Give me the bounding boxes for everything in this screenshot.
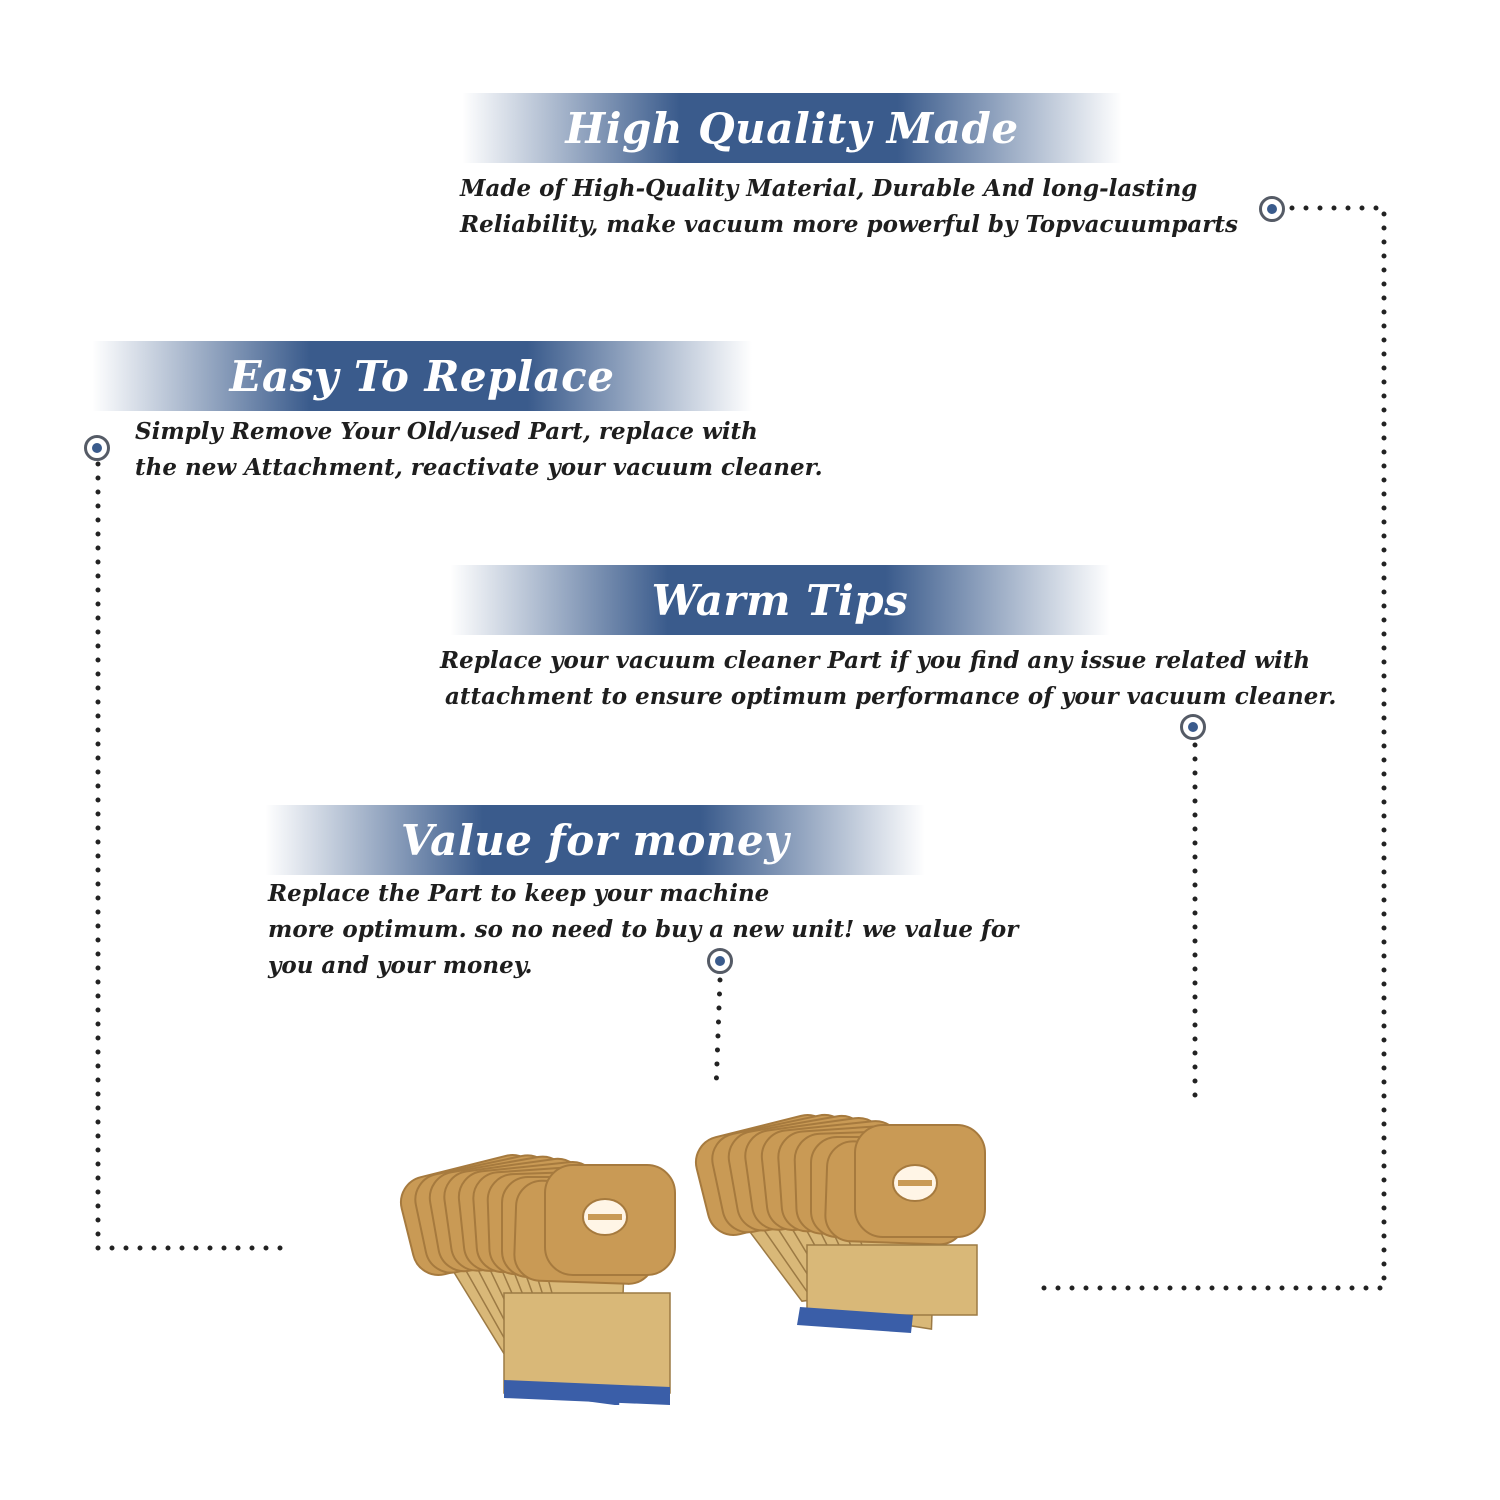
feature-description-high-quality: Made of High-Quality Material, Durable A…	[460, 175, 1238, 238]
target-marker-icon	[1180, 714, 1206, 740]
vacuum-bag-stack-right	[689, 1108, 986, 1333]
feature-banner-high-quality: High Quality Made	[462, 93, 1122, 163]
target-marker-icon	[1259, 196, 1285, 222]
feature-banner-warm-tips: Warm Tips	[450, 565, 1110, 635]
feature-description-warm-tips: Replace your vacuum cleaner Part if you …	[440, 647, 1337, 710]
feature-title: Easy To Replace	[229, 351, 615, 401]
feature-title: High Quality Made	[565, 103, 1019, 153]
target-marker-icon	[707, 948, 733, 974]
feature-title: Value for money	[400, 815, 790, 865]
feature-banner-easy-replace: Easy To Replace	[92, 341, 752, 411]
feature-banner-value-money: Value for money	[265, 805, 925, 875]
vacuum-bag-stack-left	[394, 1148, 676, 1405]
feature-description-easy-replace: Simply Remove Your Old/used Part, replac…	[135, 418, 823, 481]
target-marker-icon	[84, 435, 110, 461]
feature-description-value-money: Replace the Part to keep your machine mo…	[268, 880, 1019, 979]
feature-title: Warm Tips	[651, 575, 909, 625]
